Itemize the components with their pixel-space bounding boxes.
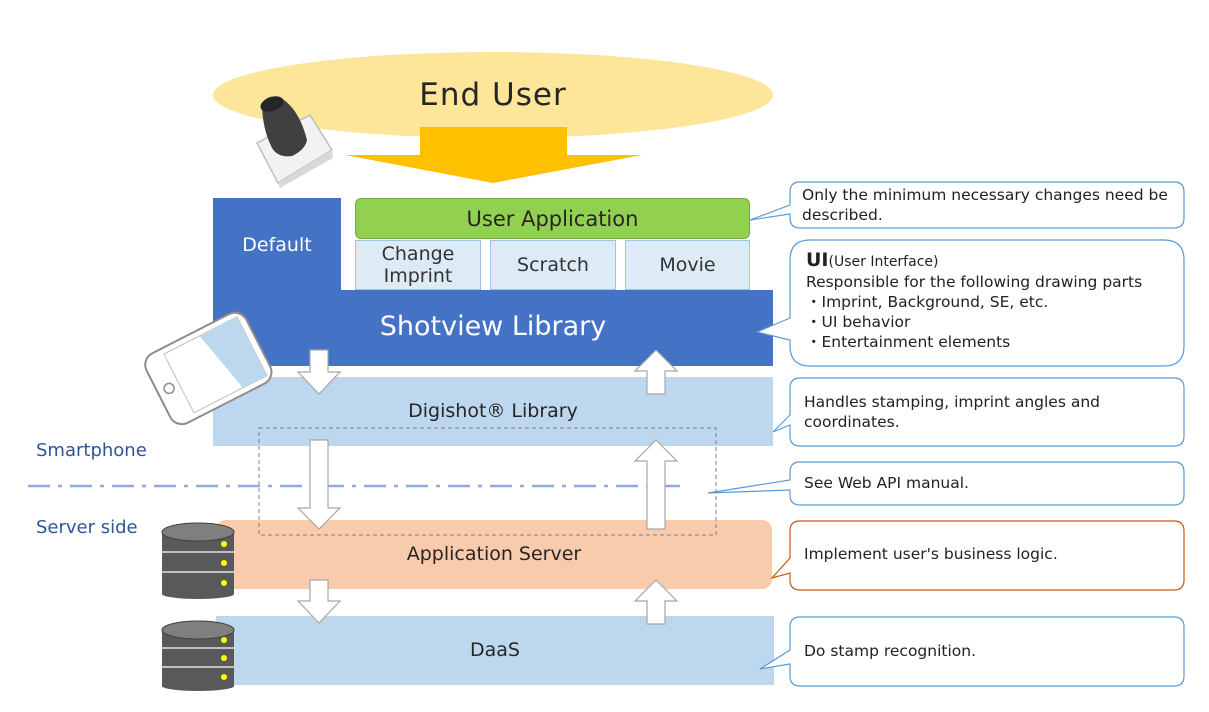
smartphone-icon — [144, 311, 273, 426]
down-arrow-1 — [296, 349, 342, 395]
daas-label: DaaS — [470, 639, 520, 661]
callout-daas — [759, 616, 1185, 687]
up-arrow-2 — [633, 439, 679, 530]
tab-change-imprint: Change Imprint — [355, 240, 481, 290]
tab-scratch: Scratch — [490, 240, 616, 290]
user-application-label: User Application — [466, 206, 639, 231]
callout-digishot-text: Handles stamping, imprint angles and coo… — [804, 393, 1100, 431]
app-server-layer — [216, 520, 772, 589]
callout-ui — [755, 239, 1185, 367]
stamp-icon — [255, 96, 334, 188]
ui-bullet: ・Entertainment elements — [806, 333, 1011, 351]
callout-ui-text: UI(User Interface) Responsible for the f… — [806, 250, 1176, 352]
up-arrow-3 — [633, 579, 679, 625]
down-arrow-2 — [296, 439, 342, 530]
tab-movie: Movie — [625, 240, 750, 290]
ui-intro: Responsible for the following drawing pa… — [806, 273, 1143, 291]
callout-web-api-text: See Web API manual. — [804, 474, 969, 492]
zone-smartphone-label: Smartphone — [36, 440, 147, 461]
shotview-label: Shotview Library — [379, 310, 607, 342]
digishot-layer — [213, 377, 773, 446]
zone-server-label: Server side — [36, 517, 138, 538]
digishot-label: Digishot® Library — [408, 400, 578, 422]
callout-daas-text: Do stamp recognition. — [804, 642, 977, 660]
end-user-arrow — [345, 127, 642, 183]
ui-bullet: ・UI behavior — [806, 313, 911, 331]
daas-layer — [216, 616, 774, 685]
database-icon — [161, 620, 235, 691]
callout-user-app — [749, 181, 1185, 229]
callout-app-server — [770, 520, 1185, 591]
web-api-box — [258, 427, 717, 536]
callout-web-api — [707, 461, 1185, 506]
app-server-label: Application Server — [406, 543, 582, 565]
ui-heading-sub: (User Interface) — [828, 254, 939, 270]
callout-user-app-text: Only the minimum necessary changes need … — [802, 186, 1168, 224]
ui-bullet: ・Imprint, Background, SE, etc. — [806, 293, 1049, 311]
ui-heading: UI(User Interface) — [806, 250, 1176, 272]
end-user-label: End User — [419, 77, 567, 113]
callout-app-server-text: Implement user's business logic. — [804, 545, 1058, 563]
default-label: Default — [242, 234, 312, 256]
database-icon — [161, 522, 235, 599]
end-user-ellipse — [213, 52, 773, 138]
down-arrow-3 — [296, 579, 342, 624]
user-application-box: User Application — [355, 198, 750, 239]
shotview-block — [213, 198, 773, 366]
callout-digishot — [772, 377, 1185, 447]
up-arrow-1 — [633, 349, 679, 395]
ui-heading-main: UI — [806, 249, 829, 271]
